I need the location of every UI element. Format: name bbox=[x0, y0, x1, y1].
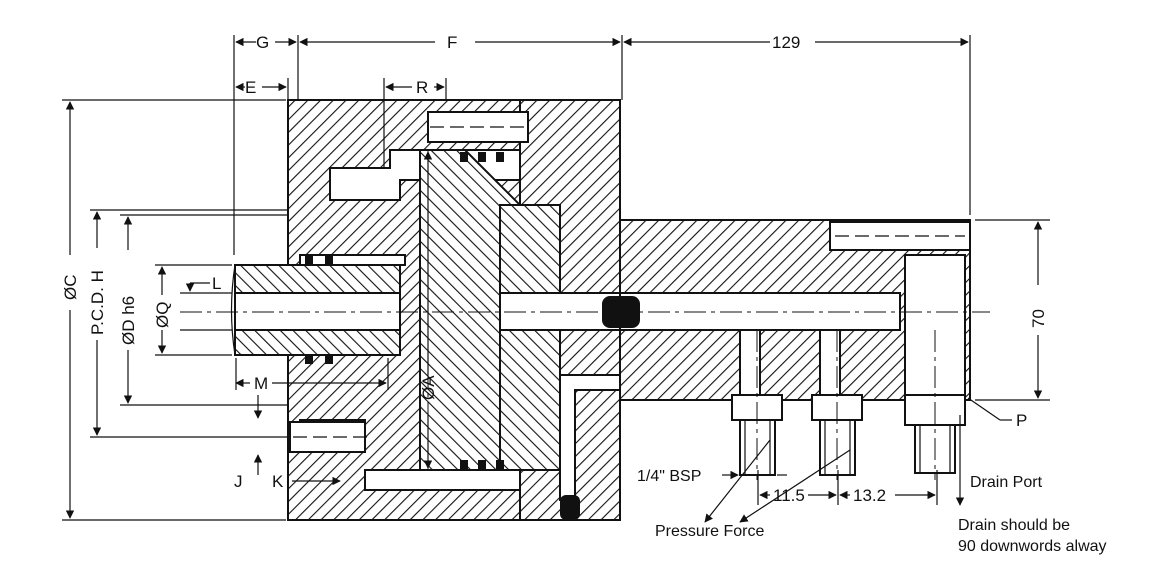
dim-g-label: G bbox=[256, 33, 269, 52]
dim-129-label: 129 bbox=[772, 33, 800, 52]
dim-f-label: F bbox=[447, 33, 457, 52]
drain-port-label: Drain Port bbox=[970, 474, 1043, 491]
dim-r-label: R bbox=[416, 78, 428, 97]
bsp-label: 1/4" BSP bbox=[637, 468, 701, 485]
dimension-labels: G F 129 E R L M J K P ØA ØC P.C.D. H ØD … bbox=[61, 33, 1048, 505]
dim-70-label: 70 bbox=[1029, 309, 1048, 328]
dim-q-label: ØQ bbox=[153, 302, 172, 328]
dim-j-label: J bbox=[234, 472, 243, 491]
dim-11-5-label: 11.5 bbox=[773, 486, 805, 505]
dim-l-label: L bbox=[212, 274, 221, 293]
dimension-lines bbox=[62, 35, 1050, 523]
dim-c-label: ØC bbox=[61, 275, 80, 301]
drain-note-line-2: 90 downwords alway bbox=[958, 538, 1107, 555]
dim-d-label: ØD h6 bbox=[119, 296, 138, 345]
pressure-force-label: Pressure Force bbox=[655, 523, 764, 540]
dim-m-label: M bbox=[254, 374, 268, 393]
dim-pcd-label: P.C.D. H bbox=[88, 270, 107, 335]
bolts bbox=[289, 111, 971, 453]
dim-k-label: K bbox=[272, 472, 284, 491]
shaft bbox=[230, 264, 401, 356]
dim-13-2-label: 13.2 bbox=[853, 486, 886, 505]
dim-e-label: E bbox=[245, 78, 256, 97]
dim-a-label: ØA bbox=[419, 375, 438, 400]
callout-labels: 1/4" BSP Pressure Force Drain Port Drain… bbox=[637, 468, 1107, 555]
dim-p-label: P bbox=[1016, 411, 1027, 430]
valve-body bbox=[619, 219, 971, 401]
drain-note-line-1: Drain should be bbox=[958, 517, 1070, 534]
